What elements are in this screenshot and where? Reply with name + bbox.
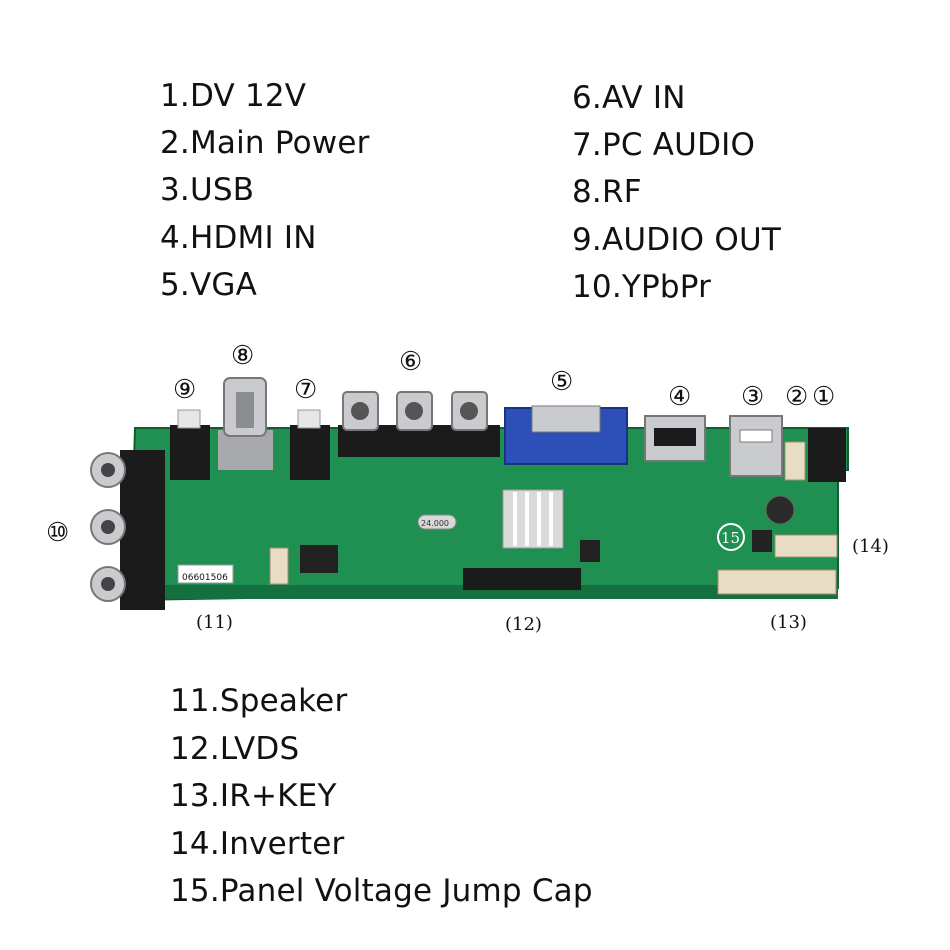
crystal-oscillator: 24.000 <box>417 514 457 530</box>
legend-item-rf: 8.RF <box>572 174 642 210</box>
hdmi-connector <box>644 415 706 462</box>
legend-item-audio-out: 9.AUDIO OUT <box>572 222 781 258</box>
ic-chip <box>752 530 772 552</box>
callout-8: ⑧ <box>231 341 254 371</box>
main-power-header <box>784 441 806 481</box>
callout-6: ⑥ <box>399 347 422 377</box>
callout-7: ⑦ <box>294 375 317 405</box>
legend-item-hdmi-in: 4.HDMI IN <box>160 220 317 256</box>
legend-item-av-in: 6.AV IN <box>572 80 686 116</box>
legend-item-lvds: 12.LVDS <box>170 731 300 767</box>
legend-item-ir-key: 13.IR+KEY <box>170 778 337 814</box>
legend-item-speaker: 11.Speaker <box>170 683 348 719</box>
capacitor <box>765 495 795 525</box>
callout-15: 15 <box>717 523 745 551</box>
rf-connector <box>218 377 273 470</box>
legend-item-inverter: 14.Inverter <box>170 826 345 862</box>
legend-item-ypbpr: 10.YPbPr <box>572 269 712 305</box>
heatsink <box>502 489 564 549</box>
ir-key-header <box>717 569 837 595</box>
callout-1: ① <box>812 382 835 412</box>
vga-connector <box>504 405 628 465</box>
callout-9: ⑨ <box>173 375 196 405</box>
legend-item-vga: 5.VGA <box>160 267 258 303</box>
legend-item-panel-voltage-jump-cap: 15.Panel Voltage Jump Cap <box>170 873 593 909</box>
svg-text:24.000: 24.000 <box>421 519 449 528</box>
serial-sticker <box>177 564 234 584</box>
legend-item-dv12v: 1.DV 12V <box>160 78 307 114</box>
ic-chip <box>580 540 600 562</box>
ic-chip <box>300 545 338 573</box>
callout-14: (14) <box>852 536 889 557</box>
audio-out-jack <box>170 409 210 480</box>
callout-2: ② <box>785 382 808 412</box>
legend-item-pc-audio: 7.PC AUDIO <box>572 127 756 163</box>
pc-audio-jack <box>290 409 330 480</box>
ypbpr-jacks <box>90 450 165 610</box>
av-in-jacks <box>338 391 500 457</box>
lvds-header <box>463 568 581 590</box>
legend-item-usb: 3.USB <box>160 172 255 208</box>
svg-text:15: 15 <box>721 529 740 547</box>
usb-connector <box>729 415 783 477</box>
inverter-header <box>774 534 838 558</box>
legend-item-main-power: 2.Main Power <box>160 125 370 161</box>
serial-sticker-text: 06601506 <box>182 573 228 583</box>
speaker-header <box>269 547 289 585</box>
callout-3: ③ <box>741 382 764 412</box>
pcb-shadow-strip <box>135 585 838 599</box>
callout-4: ④ <box>668 382 691 412</box>
board-figure: 06601506 24.000 ⑧ ⑨ ⑦ ⑥ ⑤ ④ ③ ② ① ⑩ (14)… <box>46 341 889 635</box>
callout-10: ⑩ <box>46 518 69 548</box>
callout-11: (11) <box>196 612 233 633</box>
callout-5: ⑤ <box>550 367 573 397</box>
callout-13: (13) <box>770 612 807 633</box>
callout-12: (12) <box>505 614 542 635</box>
dc-jack <box>808 428 846 482</box>
